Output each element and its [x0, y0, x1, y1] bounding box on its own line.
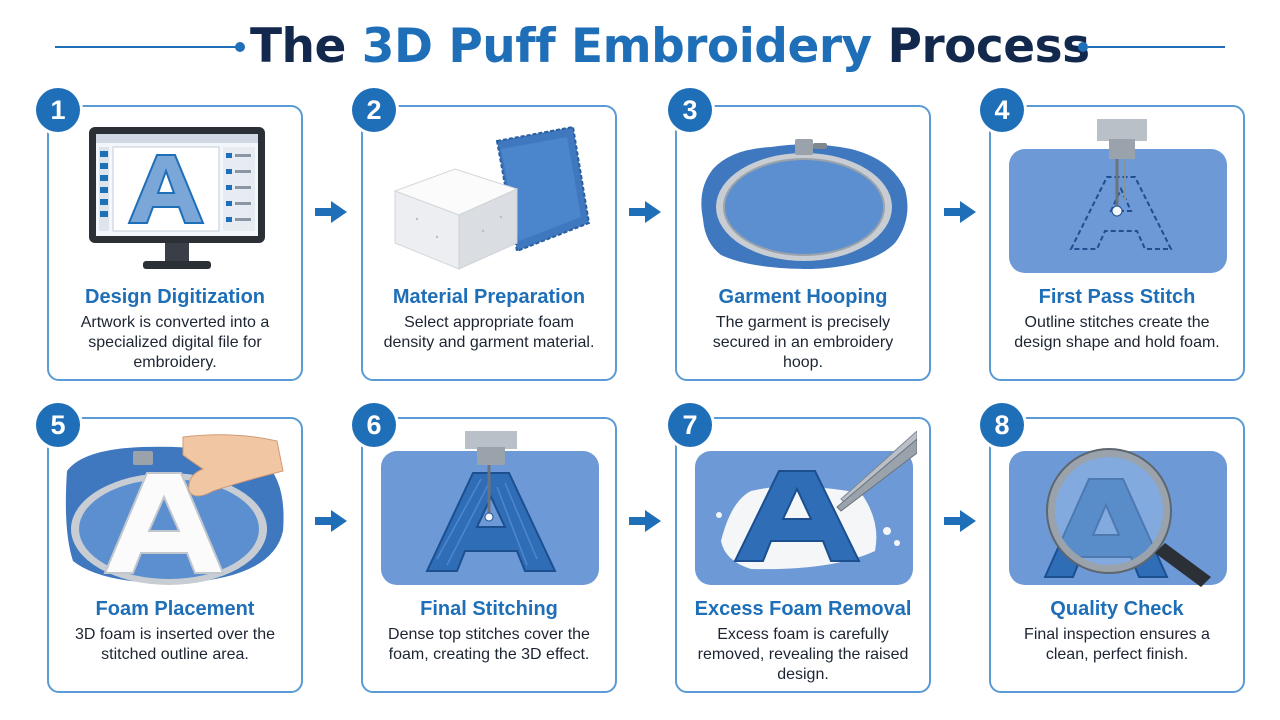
title-part-3: Process	[871, 19, 1091, 74]
step-title: Design Digitization	[85, 286, 265, 308]
step-number-badge-5: 5	[36, 403, 80, 447]
computer-monitor-icon	[89, 127, 265, 269]
embroidery-hoop-icon	[701, 139, 908, 269]
step-description: Final inspection ensures a clean, perfec…	[1024, 626, 1210, 663]
step-description: Dense top stitches cover the foam, creat…	[388, 626, 590, 663]
step-title: Final Stitching	[420, 598, 558, 620]
needle-outline-icon	[1009, 119, 1227, 273]
step-card-3: Garment Hooping The garment is precisely…	[675, 105, 931, 381]
step-card-2: Material Preparation Select appropriate …	[361, 105, 617, 381]
step-number-badge-6: 6	[352, 403, 396, 447]
title-dot-left	[235, 42, 245, 52]
title-part-2: 3D Puff Embroidery	[361, 19, 872, 74]
step-number-badge-8: 8	[980, 403, 1024, 447]
step-number-badge-7: 7	[668, 403, 712, 447]
title-rule-right	[1088, 46, 1225, 48]
step-card-7: Excess Foam Removal Excess foam is caref…	[675, 417, 931, 693]
page-title: The 3D Puff Embroidery Process	[250, 18, 1090, 76]
magnifying-glass-icon	[1009, 448, 1227, 587]
step-title: Quality Check	[1050, 598, 1184, 620]
step-description: Outline stitches create the design shape…	[1014, 314, 1220, 351]
arrow-right-icon	[629, 510, 661, 532]
step-number-badge-3: 3	[668, 88, 712, 132]
step-description: 3D foam is inserted over the stitched ou…	[74, 626, 276, 663]
arrow-right-icon	[315, 201, 347, 223]
tweezers-icon	[695, 431, 917, 585]
foam-block-icon	[393, 125, 591, 270]
step-description: Artwork is converted into a specialized …	[80, 314, 270, 371]
step-number-badge-4: 4	[980, 88, 1024, 132]
needle-stitching-icon	[381, 431, 599, 585]
foam-letter-icon	[65, 434, 284, 585]
step-number-badge-2: 2	[352, 88, 396, 132]
step-title: Material Preparation	[392, 286, 586, 308]
step-card-5: Foam Placement 3D foam is inserted over …	[47, 417, 303, 693]
step-card-1: Design Digitization Artwork is converted…	[47, 105, 303, 381]
title-row: The 3D Puff Embroidery Process	[0, 14, 1280, 80]
arrow-right-icon	[944, 201, 976, 223]
title-part-1: The	[250, 19, 362, 74]
step-description: Excess foam is carefully removed, reveal…	[697, 626, 909, 683]
step-description: Select appropriate foam density and garm…	[383, 314, 595, 351]
step-number-badge-1: 1	[36, 88, 80, 132]
title-rule-left	[55, 46, 238, 48]
arrow-right-icon	[629, 201, 661, 223]
step-title: Foam Placement	[95, 598, 255, 620]
step-card-8: Quality Check Final inspection ensures a…	[989, 417, 1245, 693]
step-description: The garment is precisely secured in an e…	[712, 314, 894, 371]
arrow-right-icon	[315, 510, 347, 532]
step-title: Excess Foam Removal	[694, 598, 912, 620]
arrow-right-icon	[944, 510, 976, 532]
step-title: First Pass Stitch	[1038, 286, 1196, 308]
step-card-4: First Pass Stitch Outline stitches creat…	[989, 105, 1245, 381]
title-dot-right	[1078, 42, 1088, 52]
step-card-6: Final Stitching Dense top stitches cover…	[361, 417, 617, 693]
step-title: Garment Hooping	[718, 286, 888, 308]
